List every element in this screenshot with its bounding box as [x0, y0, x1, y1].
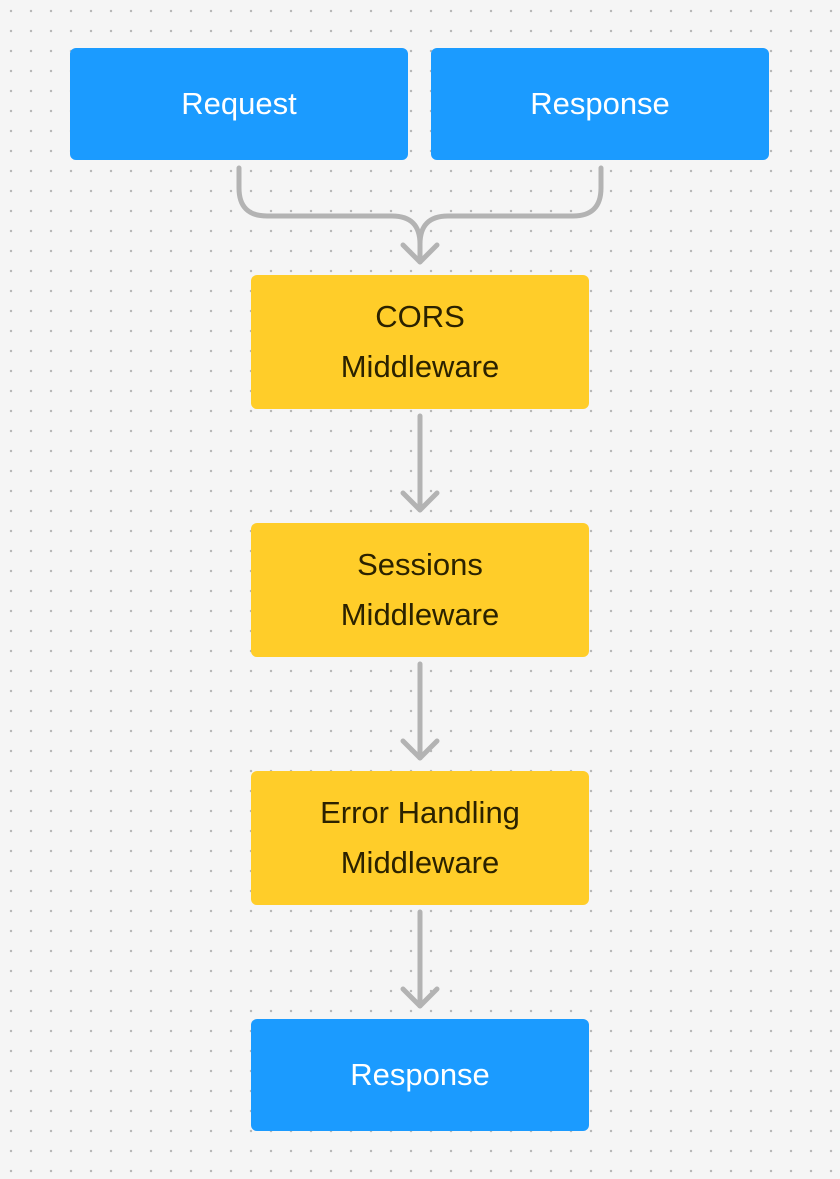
arrowhead-to-cors	[400, 242, 440, 265]
cors-middleware-label: CORS Middleware	[340, 299, 500, 384]
arrowhead-to-response	[400, 986, 440, 1009]
merge-connector	[236, 165, 604, 265]
arrowhead-to-sessions	[400, 490, 440, 513]
request-node[interactable]: Request	[70, 48, 408, 160]
arrowhead-to-error-handling	[400, 738, 440, 761]
response-top-label: Response	[530, 86, 670, 121]
request-label: Request	[181, 86, 297, 121]
response-bottom-label: Response	[350, 1057, 490, 1092]
response-node-bottom[interactable]: Response	[251, 1019, 589, 1131]
response-node-top[interactable]: Response	[431, 48, 769, 160]
error-handling-middleware-node[interactable]: Error Handling Middleware	[251, 771, 589, 905]
sessions-middleware-label: Sessions Middleware	[340, 547, 500, 632]
cors-middleware-node[interactable]: CORS Middleware	[251, 275, 589, 409]
sessions-middleware-node[interactable]: Sessions Middleware	[251, 523, 589, 657]
error-handling-middleware-label: Error Handling Middleware	[320, 795, 520, 880]
